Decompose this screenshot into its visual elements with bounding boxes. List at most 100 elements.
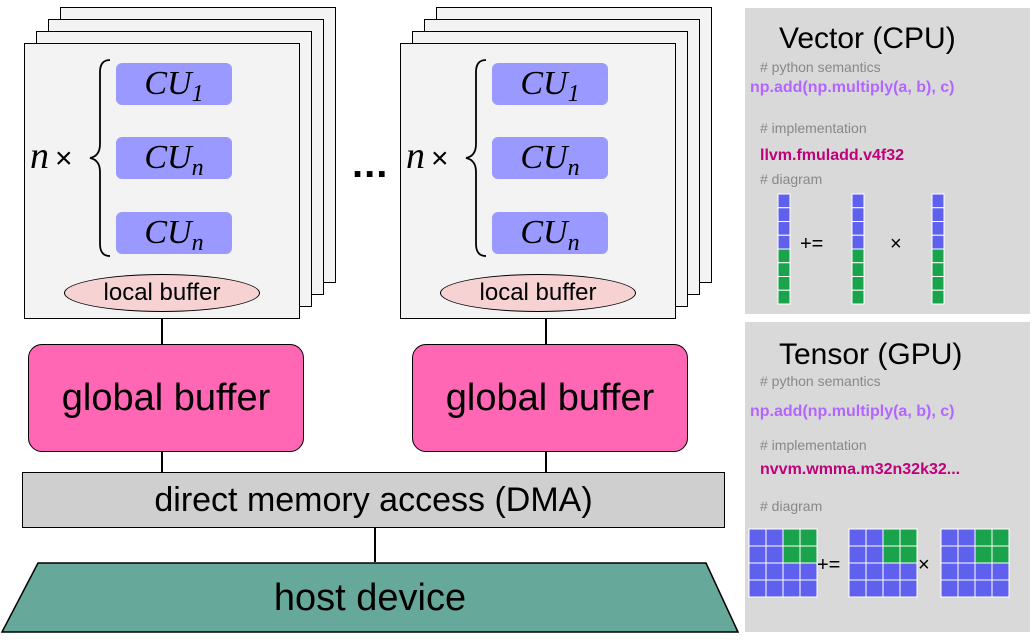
vector-cell xyxy=(851,221,865,236)
multiplier-symbol: × xyxy=(55,142,73,175)
connector-line xyxy=(161,319,163,344)
tensor-operand-a xyxy=(848,528,918,598)
tensor-cell xyxy=(765,528,784,547)
vector-cell xyxy=(931,276,945,291)
vector-cpu-panel: Vector (CPU) # python semantics np.add(n… xyxy=(745,8,1030,314)
tensor-cell xyxy=(899,545,918,564)
tensor-cell xyxy=(957,528,976,547)
panel-title: Tensor (GPU) xyxy=(779,338,963,371)
vector-cell xyxy=(931,221,945,236)
semantics-code: np.add(np.multiply(a, b), c) xyxy=(750,79,955,96)
tensor-cell xyxy=(899,579,918,598)
connector-line xyxy=(374,528,376,562)
tensor-cell xyxy=(848,528,867,547)
vector-cell xyxy=(777,248,791,264)
local-buffer: local buffer xyxy=(440,274,636,312)
impl-code: llvm.fmuladd.v4f32 xyxy=(760,147,905,164)
tensor-cell xyxy=(940,562,959,581)
connector-line xyxy=(161,452,163,472)
tensor-cell xyxy=(991,545,1010,564)
tensor-cell xyxy=(765,545,784,564)
ellipsis-separator: ... xyxy=(352,142,389,186)
tensor-cell xyxy=(974,562,993,581)
tensor-cell xyxy=(974,528,993,547)
tensor-cell xyxy=(940,545,959,564)
vector-cell xyxy=(931,262,945,277)
vector-cell xyxy=(777,289,791,305)
vector-cell xyxy=(777,276,791,291)
brace-icon xyxy=(465,59,487,257)
dma-bar: direct memory access (DMA) xyxy=(22,472,725,528)
multiplier-symbol: × xyxy=(431,142,449,175)
tensor-cell xyxy=(799,579,818,598)
tensor-cell xyxy=(940,579,959,598)
multiplier-variable: n xyxy=(30,135,49,177)
vector-cell xyxy=(931,207,945,222)
tensor-cell xyxy=(799,545,818,564)
vector-cell xyxy=(851,193,865,209)
vector-cell xyxy=(931,289,945,305)
impl-comment: # implementation xyxy=(760,120,867,136)
vector-cell xyxy=(931,193,945,209)
tensor-cell xyxy=(957,545,976,564)
vector-operand-b xyxy=(931,193,945,305)
tensor-cell xyxy=(882,562,901,581)
tensor-cell xyxy=(799,562,818,581)
vector-cell xyxy=(777,234,791,250)
add-assign-operator: += xyxy=(817,554,841,576)
global-buffer: global buffer xyxy=(412,344,688,452)
tensor-cell xyxy=(865,579,884,598)
panel-title: Vector (CPU) xyxy=(779,22,956,55)
tensor-cell xyxy=(765,562,784,581)
tensor-cell xyxy=(899,562,918,581)
tensor-gpu-panel: Tensor (GPU) # python semantics np.add(n… xyxy=(745,322,1030,632)
tensor-cell xyxy=(799,528,818,547)
host-device-label: host device xyxy=(273,576,467,619)
vector-cell xyxy=(851,207,865,222)
vector-cell xyxy=(931,248,945,264)
connector-line xyxy=(545,319,547,344)
add-assign-operator: += xyxy=(800,233,824,255)
tensor-cell xyxy=(899,528,918,547)
tensor-cell xyxy=(865,545,884,564)
semantics-comment: # python semantics xyxy=(760,59,881,75)
connector-line xyxy=(545,452,547,472)
tensor-cell xyxy=(865,528,884,547)
tensor-cell xyxy=(782,579,801,598)
tensor-cell xyxy=(957,562,976,581)
tensor-cell xyxy=(991,579,1010,598)
host-trapezoid-shape xyxy=(0,562,740,633)
local-buffer: local buffer xyxy=(64,274,260,312)
semantics-code: np.add(np.multiply(a, b), c) xyxy=(750,403,955,420)
tensor-cell xyxy=(882,545,901,564)
brace-icon xyxy=(89,59,111,257)
semantics-comment: # python semantics xyxy=(760,373,881,389)
vector-cell xyxy=(931,234,945,250)
tensor-cell xyxy=(782,545,801,564)
tensor-cell xyxy=(991,528,1010,547)
multiply-operator: × xyxy=(918,554,930,576)
tensor-cell xyxy=(748,579,767,598)
vector-cell xyxy=(777,221,791,236)
multiply-operator: × xyxy=(890,233,902,255)
global-buffer: global buffer xyxy=(28,344,304,452)
tensor-cell xyxy=(782,528,801,547)
tensor-operand-c xyxy=(748,528,818,598)
vector-cell xyxy=(777,207,791,222)
multiplier-variable: n xyxy=(406,135,425,177)
vector-cell xyxy=(851,276,865,291)
tensor-cell xyxy=(940,528,959,547)
impl-code: nvvm.wmma.m32n32k32... xyxy=(760,461,961,478)
tensor-cell xyxy=(957,579,976,598)
vector-cell xyxy=(851,234,865,250)
host-device: host device xyxy=(0,562,740,634)
tensor-cell xyxy=(748,545,767,564)
tensor-operand-b xyxy=(940,528,1010,598)
diagram-comment: # diagram xyxy=(760,498,823,514)
vector-cell xyxy=(851,289,865,305)
tensor-cell xyxy=(765,579,784,598)
